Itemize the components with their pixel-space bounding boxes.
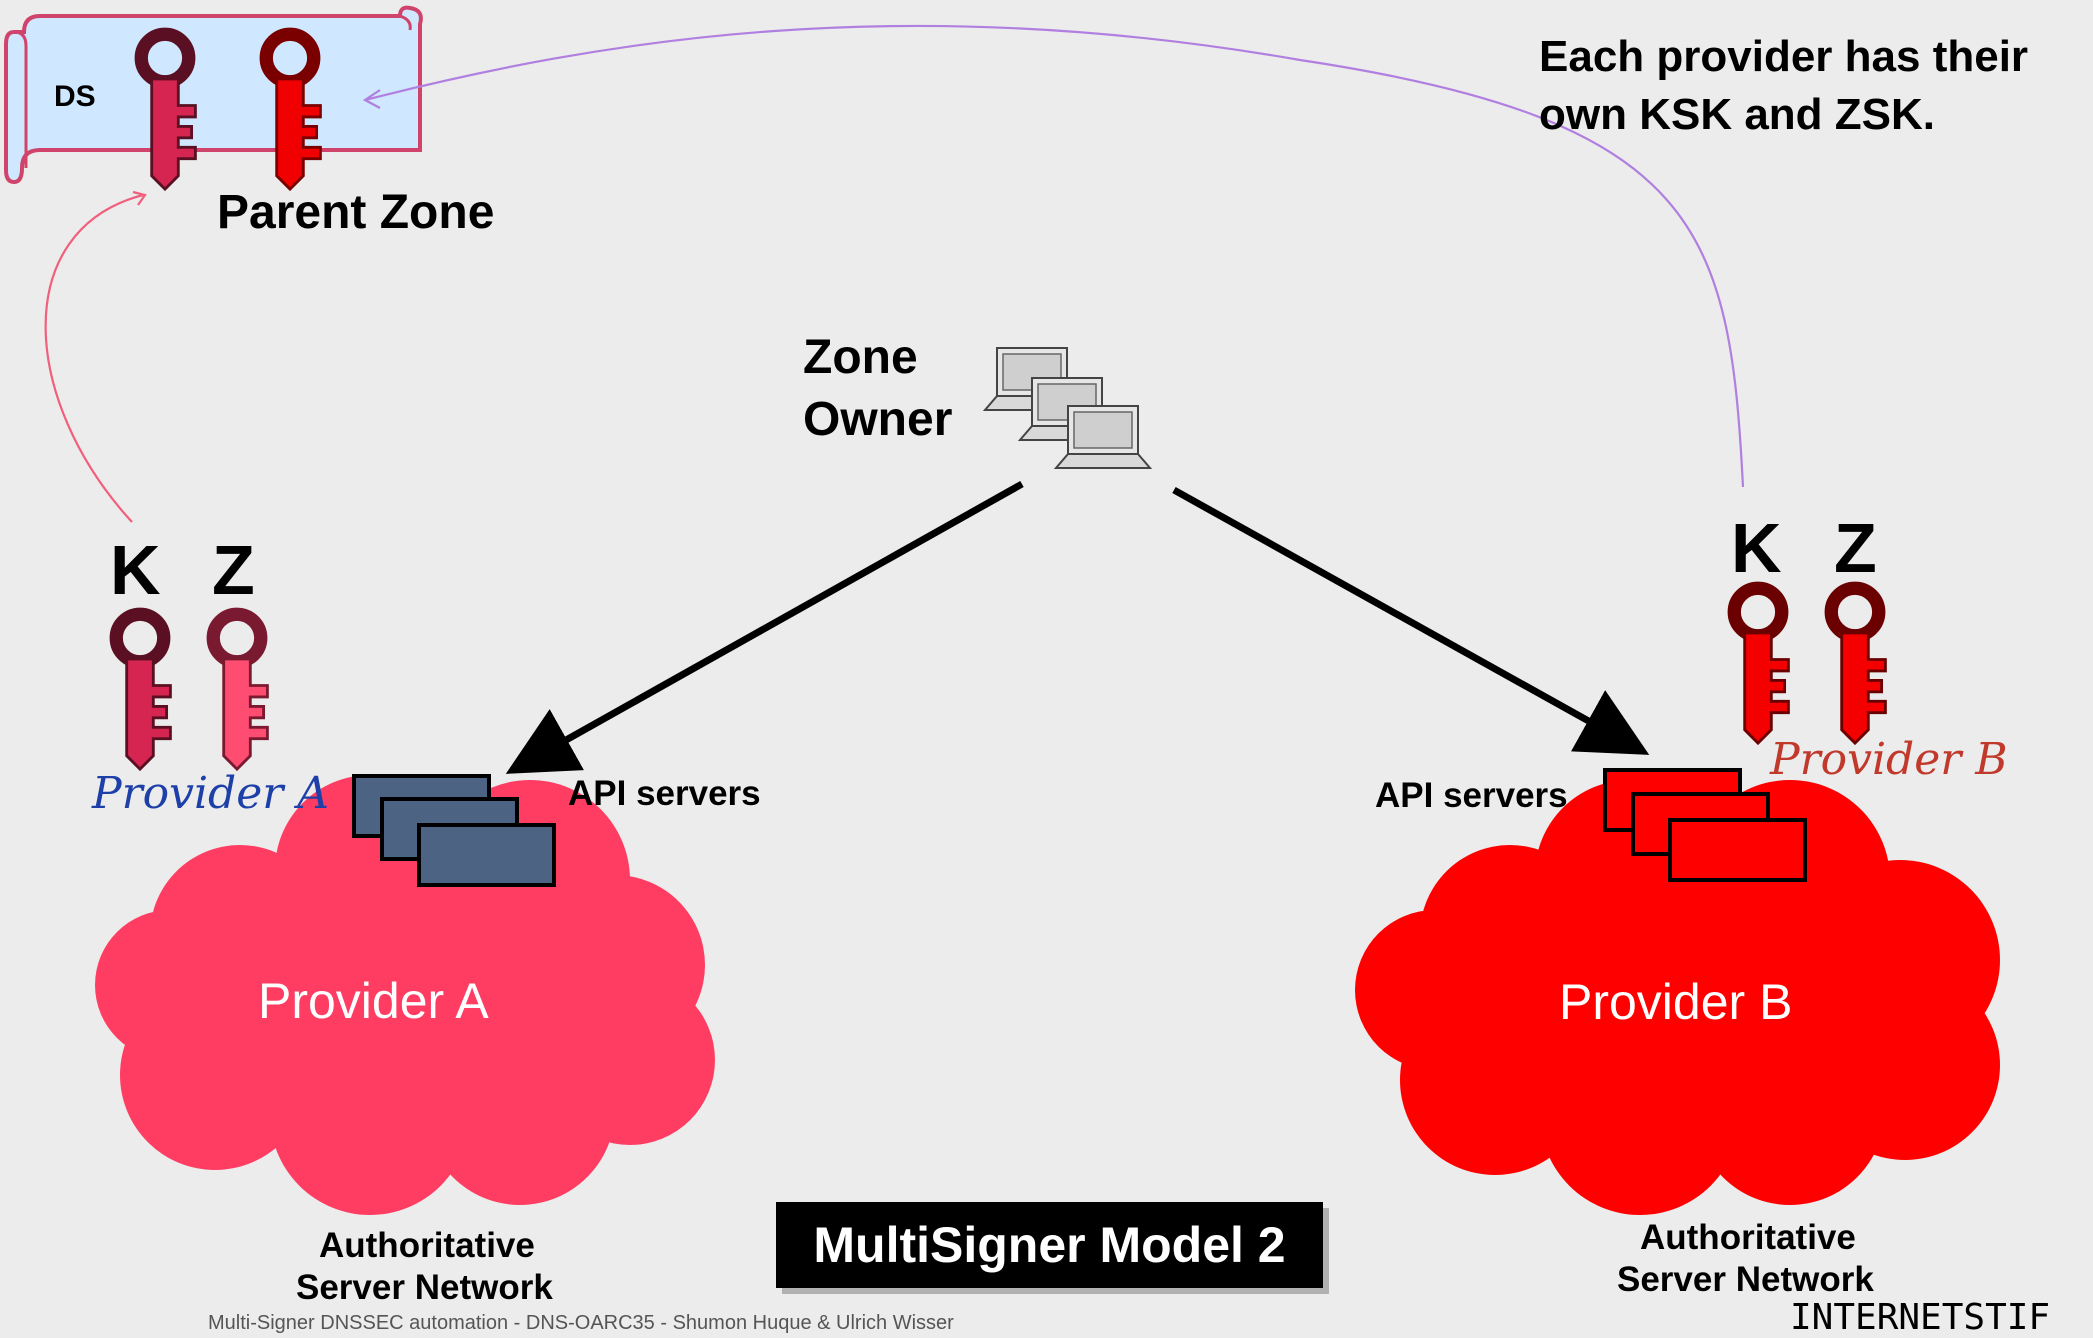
owner-to-provider-b-arrow <box>1172 486 1650 755</box>
provider-b-k-label: K <box>1731 509 1782 587</box>
provider-a-ds-arrowhead <box>132 190 147 206</box>
parent-zone-scroll <box>4 5 423 189</box>
provider-b-ksk-icon <box>1734 588 1788 743</box>
provider-b-ds-arrowhead <box>362 89 381 109</box>
provider-a-cloud-label: Provider A <box>258 973 489 1029</box>
provider-a-script-label: Provider A <box>92 768 330 819</box>
provider-a-ds-curve <box>44 193 144 523</box>
title-badge: MultiSigner Model 2 <box>776 1202 1323 1288</box>
provider-a-network-line-1: Authoritative <box>319 1226 535 1265</box>
provider-a-network-line-2: Server Network <box>296 1268 553 1307</box>
provider-b-ds-curve <box>364 24 1745 488</box>
note-line-2: own KSK and ZSK. <box>1539 90 1935 139</box>
note-line-1: Each provider has their <box>1539 32 2029 81</box>
provider-b-cloud-label: Provider B <box>1559 974 1793 1030</box>
footer-text: Multi-Signer DNSSEC automation - DNS-OAR… <box>208 1312 954 1334</box>
ds-label: DS <box>54 80 96 113</box>
provider-a-k-label: K <box>110 531 161 609</box>
zone-owner-line-2: Owner <box>803 393 953 446</box>
provider-b-script-label: Provider B <box>1770 734 2008 785</box>
provider-a-zsk-icon <box>213 614 267 769</box>
zone-owner-computers <box>984 347 1151 469</box>
provider-b-cloud <box>1355 780 2000 1215</box>
provider-a-z-label: Z <box>212 531 255 609</box>
provider-b-api-servers <box>1603 768 1807 882</box>
provider-a-cloud <box>95 775 715 1215</box>
provider-a-api-servers <box>352 774 556 887</box>
provider-b-api-label: API servers <box>1375 776 1568 815</box>
provider-b-z-label: Z <box>1834 509 1877 587</box>
owner-to-provider-a-arrow <box>505 480 1024 774</box>
provider-b-network-line-2: Server Network <box>1617 1260 1874 1299</box>
zone-owner-line-1: Zone <box>803 331 918 384</box>
provider-a-api-label: API servers <box>568 774 761 813</box>
provider-b-zsk-icon <box>1831 588 1885 743</box>
provider-a-ksk-icon <box>116 614 170 769</box>
laptop-icon <box>1055 405 1151 469</box>
parent-zone-title: Parent Zone <box>217 186 495 239</box>
brand-logo-text: INTERNETSTIF <box>1790 1297 2051 1338</box>
provider-b-network-line-1: Authoritative <box>1640 1218 1856 1257</box>
